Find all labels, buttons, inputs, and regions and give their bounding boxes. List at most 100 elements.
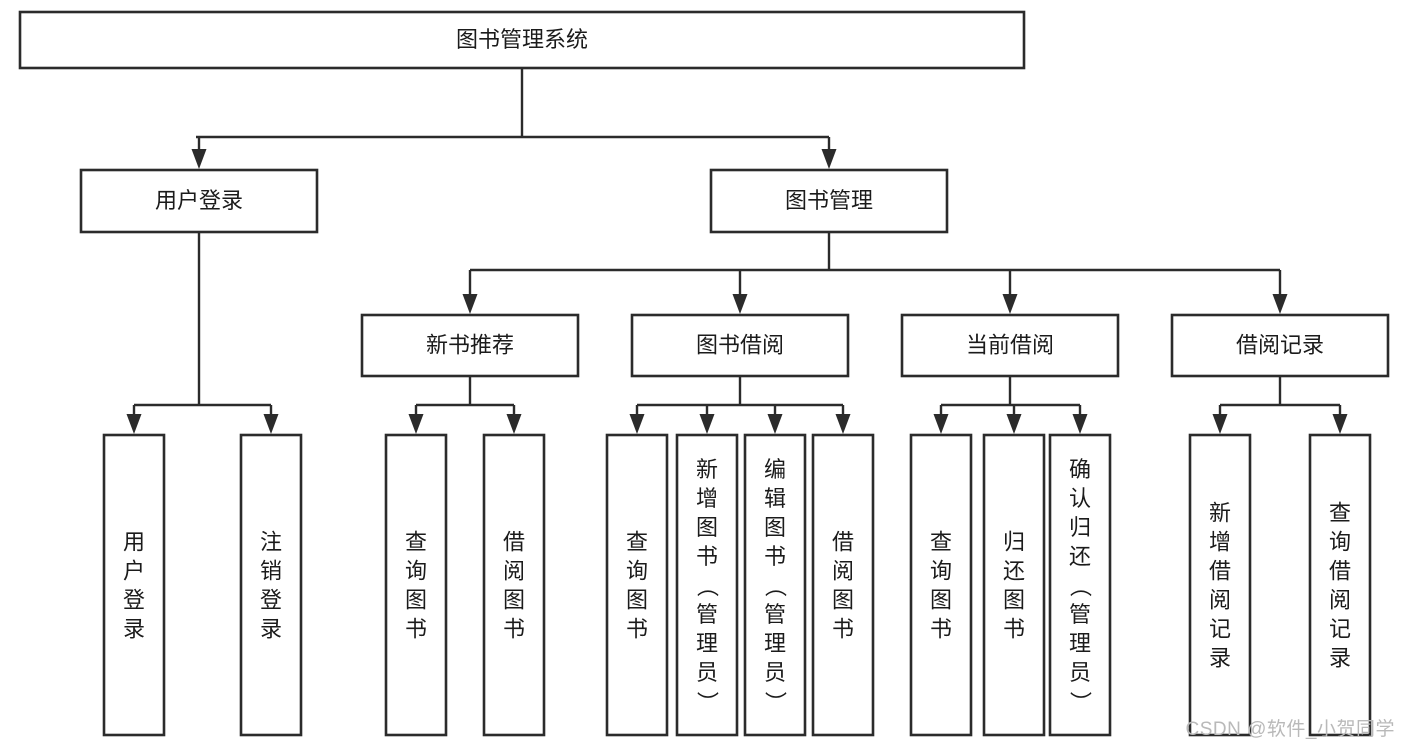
- node-box: [1170, 313, 1390, 378]
- node-label-char: ）: [763, 691, 788, 713]
- node-label: 当前借阅: [966, 332, 1054, 357]
- node-book-management[interactable]: 图书管理: [709, 168, 949, 234]
- node-book-borrow[interactable]: 图书借阅: [630, 313, 850, 378]
- node-label: 图书管理: [785, 188, 873, 213]
- node-label-char: 记: [1209, 617, 1231, 642]
- node-label-char: 询: [626, 559, 648, 584]
- node-label-char: 图: [1003, 588, 1025, 613]
- node-label-char: 登: [260, 588, 282, 613]
- arrow-head-icon: [126, 414, 142, 434]
- node-label: 图书借阅: [696, 332, 784, 357]
- node-box: [360, 313, 580, 378]
- node-label-char: 录: [1329, 646, 1351, 671]
- node-box: [909, 433, 973, 737]
- node-label-char: 注: [260, 530, 282, 555]
- node-label-char: 管: [1069, 602, 1091, 627]
- node-box: [900, 313, 1120, 378]
- node-label-char: 阅: [1209, 588, 1231, 613]
- node-user-login[interactable]: 用户登录: [79, 168, 319, 234]
- node-label-char: 新: [1209, 501, 1231, 526]
- node-label-char: 图: [832, 588, 854, 613]
- node-label-char: ）: [1068, 691, 1093, 713]
- arrow-head-icon: [191, 149, 207, 169]
- node-label-char: 书: [930, 617, 952, 642]
- node-box: [709, 168, 949, 234]
- node-label-char: （: [695, 575, 720, 597]
- arrow-head-icon: [699, 414, 715, 434]
- node-label-char: 查: [1329, 501, 1351, 526]
- node-label-char: 借: [503, 530, 525, 555]
- node-label-char: 增: [696, 486, 718, 511]
- node-label-char: 阅: [832, 559, 854, 584]
- node-label-char: 书: [832, 617, 854, 642]
- connector-layer: [126, 68, 1348, 434]
- node-label-char: 书: [405, 617, 427, 642]
- node-label-char: 书: [764, 544, 786, 569]
- arrow-head-icon: [835, 414, 851, 434]
- node-box: [239, 433, 303, 737]
- node-label-char: 图: [696, 515, 718, 540]
- node-label-char: 询: [1329, 530, 1351, 555]
- node-box: [675, 433, 739, 737]
- arrow-head-icon: [732, 294, 748, 314]
- node-box: [384, 433, 448, 737]
- node-label-char: 查: [405, 530, 427, 555]
- node-label: 用户登录: [155, 188, 243, 213]
- node-label-char: 理: [1069, 631, 1091, 656]
- node-label: 新书推荐: [426, 332, 514, 357]
- node-box: [630, 313, 850, 378]
- node-label-char: 新: [696, 457, 718, 482]
- node-label-char: 记: [1329, 617, 1351, 642]
- node-label-char: （: [1068, 575, 1093, 597]
- arrow-head-icon: [629, 414, 645, 434]
- node-box: [982, 433, 1046, 737]
- node-label-char: 书: [696, 544, 718, 569]
- node-label-char: 图: [626, 588, 648, 613]
- node-label-char: 归: [1069, 515, 1091, 540]
- node-label-char: 销: [260, 559, 282, 584]
- node-label-char: 查: [930, 530, 952, 555]
- node-label-char: 编: [764, 457, 786, 482]
- node-box: [1188, 433, 1252, 737]
- node-new-book-recommend[interactable]: 新书推荐: [360, 313, 580, 378]
- node-label-char: 借: [1329, 559, 1351, 584]
- node-label-char: 用: [123, 530, 145, 555]
- node-label-char: 图: [764, 515, 786, 540]
- arrow-head-icon: [1332, 414, 1348, 434]
- node-label-char: （: [763, 575, 788, 597]
- node-current-borrow[interactable]: 当前借阅: [900, 313, 1120, 378]
- arrow-head-icon: [462, 294, 478, 314]
- node-label-char: 借: [832, 530, 854, 555]
- node-box: [1048, 433, 1112, 737]
- node-borrow-records[interactable]: 借阅记录: [1170, 313, 1390, 378]
- node-box: [482, 433, 546, 737]
- arrow-head-icon: [263, 414, 279, 434]
- node-label: 借阅记录: [1236, 332, 1324, 357]
- node-label-char: 查: [626, 530, 648, 555]
- node-label-char: 图: [405, 588, 427, 613]
- node-root[interactable]: 图书管理系统: [18, 10, 1026, 70]
- node-label-char: 书: [626, 617, 648, 642]
- arrow-head-icon: [1212, 414, 1228, 434]
- node-label-char: 还: [1069, 544, 1091, 569]
- node-label-char: 辑: [764, 486, 786, 511]
- arrow-head-icon: [1072, 414, 1088, 434]
- node-box: [79, 168, 319, 234]
- arrow-head-icon: [1002, 294, 1018, 314]
- node-label-char: 归: [1003, 530, 1025, 555]
- node-leaf-user-login[interactable]: 用户登录: [102, 433, 166, 737]
- node-label-char: 管: [764, 602, 786, 627]
- arrow-head-icon: [506, 414, 522, 434]
